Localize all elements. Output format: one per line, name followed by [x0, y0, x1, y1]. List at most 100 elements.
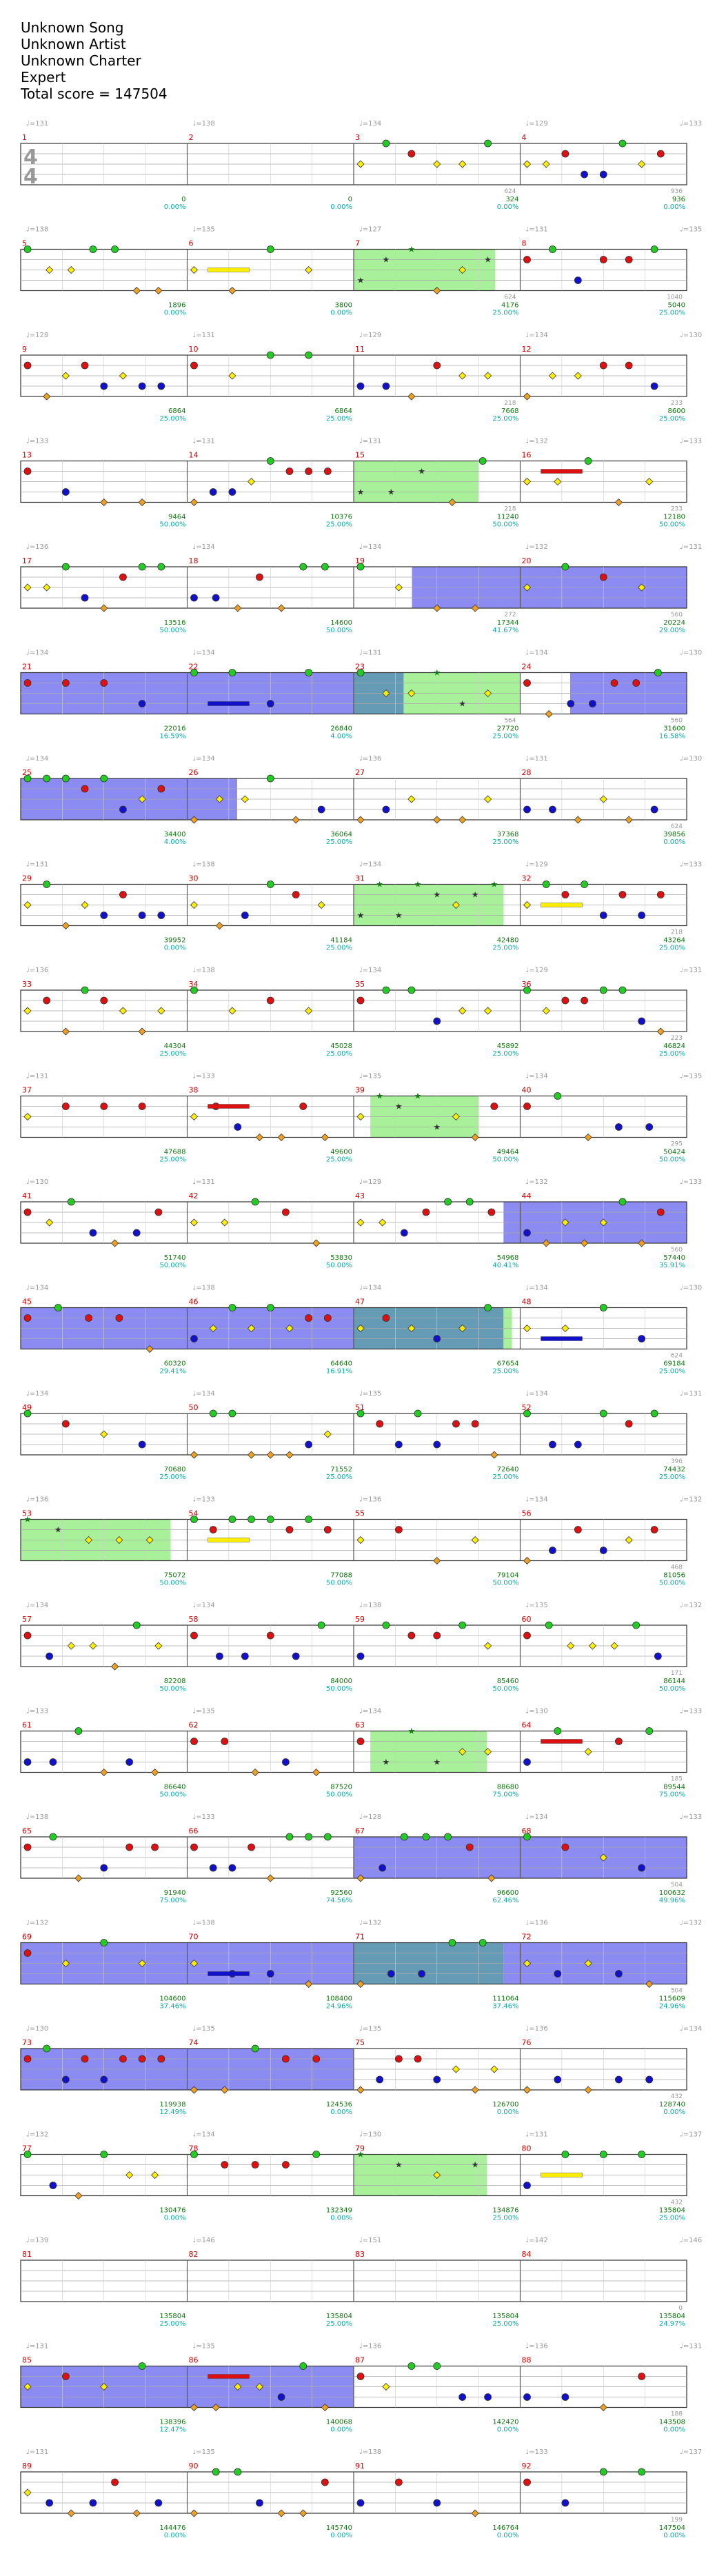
- note-circle: [615, 1123, 623, 1131]
- measure-score: 6864: [168, 407, 185, 415]
- note-circle: [407, 2362, 416, 2370]
- note-diamond: [277, 604, 285, 612]
- measure-number: 34: [189, 980, 199, 989]
- note-circle: [638, 2468, 646, 2476]
- note-circle: [433, 1017, 441, 1025]
- bpm-marker: ♩=146: [680, 2237, 702, 2244]
- measure-number: 63: [355, 1721, 365, 1730]
- measure-percent: 0.00%: [330, 203, 352, 211]
- note-circle: [599, 912, 607, 919]
- note-circle: [157, 2055, 165, 2063]
- note-circle: [484, 139, 492, 148]
- note-circle: [299, 563, 307, 571]
- bpm-marker: ♩=131: [26, 2343, 48, 2351]
- tick-value: 564: [504, 718, 516, 725]
- note-diamond: [190, 1112, 199, 1121]
- measure-number: 66: [189, 1827, 199, 1835]
- measure-score: 135804: [659, 2313, 685, 2320]
- note-diamond: [305, 1980, 313, 1989]
- note-circle: [638, 1335, 646, 1342]
- note-diamond: [119, 1007, 128, 1015]
- note-circle: [599, 1547, 607, 1554]
- note-diamond: [382, 689, 390, 698]
- note-circle: [285, 1833, 294, 1841]
- measure-percent: 25.00%: [159, 1050, 185, 1058]
- bpm-marker: ♩=131: [193, 1178, 215, 1186]
- measure-score: 75072: [164, 1572, 186, 1580]
- note-circle: [650, 245, 658, 253]
- note-circle: [256, 573, 263, 581]
- note-diamond: [523, 1324, 532, 1333]
- bpm-marker: ♩=136: [359, 1496, 381, 1504]
- measure-percent: 25.00%: [659, 310, 685, 317]
- note-circle: [119, 891, 127, 898]
- measure-score: 104600: [159, 1995, 185, 2003]
- note-circle: [465, 1843, 474, 1851]
- measure-score: 69184: [663, 1360, 685, 1368]
- note-diamond: [545, 710, 553, 718]
- note-circle: [323, 1314, 332, 1322]
- note-circle: [638, 2151, 646, 2158]
- note-circle: [138, 1440, 146, 1449]
- measure-score: 49600: [330, 1149, 352, 1156]
- note-diamond: [561, 1218, 569, 1227]
- note-circle: [321, 563, 329, 571]
- bpm-marker: ♩=130: [359, 2131, 381, 2139]
- bpm-marker: ♩=135: [193, 226, 215, 234]
- note-diamond: [379, 1218, 387, 1227]
- note-diamond: [157, 1007, 165, 1015]
- note-circle: [554, 1092, 562, 1100]
- bpm-marker: ♩=132: [26, 1920, 48, 1927]
- note-diamond: [458, 265, 467, 274]
- note-circle: [599, 361, 607, 370]
- tick-value: 218: [504, 506, 516, 513]
- note-circle: [561, 2151, 569, 2158]
- measure-percent: 40.41%: [492, 1262, 518, 1269]
- bpm-marker: ♩=131: [193, 438, 215, 445]
- note-circle: [574, 276, 582, 284]
- note-circle: [61, 2373, 70, 2380]
- measure-percent: 62.46%: [492, 1897, 518, 1904]
- measure-percent: 25.00%: [159, 2320, 185, 2328]
- note-circle: [523, 1758, 531, 1766]
- note-circle: [81, 2055, 89, 2063]
- star-note: ★: [484, 255, 492, 265]
- measure-score: 135804: [326, 2313, 352, 2320]
- measure-score: 14600: [330, 619, 352, 627]
- measure-percent: 50.00%: [659, 1580, 685, 1587]
- measure-number: 70: [189, 1933, 199, 1942]
- bpm-marker: ♩=134: [193, 543, 215, 551]
- measure-number: 60: [522, 1615, 532, 1624]
- bpm-marker: ♩=133: [680, 1708, 702, 1715]
- note-circle: [433, 2075, 441, 2084]
- note-circle: [581, 170, 588, 179]
- note-circle: [100, 2151, 108, 2158]
- bpm-marker: ♩=133: [680, 438, 702, 445]
- measure-percent: 25.00%: [659, 1473, 685, 1481]
- measure-score: 96600: [497, 1889, 519, 1897]
- note-circle: [154, 2499, 163, 2507]
- bpm-marker: ♩=136: [26, 1496, 48, 1504]
- note-circle: [61, 1103, 70, 1110]
- bpm-marker: ♩=134: [526, 332, 548, 339]
- measure-number: 23: [355, 663, 365, 672]
- note-diamond: [523, 1959, 532, 1968]
- star-note: ★: [458, 699, 466, 709]
- note-circle: [100, 2075, 108, 2084]
- note-circle: [656, 891, 665, 898]
- note-circle: [394, 1526, 403, 1533]
- note-circle: [418, 1970, 425, 1978]
- measure-percent: 50.00%: [159, 1580, 185, 1587]
- note-circle: [638, 1864, 646, 1872]
- measure-score: 0: [181, 196, 185, 203]
- measure-score: 6864: [335, 407, 352, 415]
- measure-percent: 4.00%: [164, 838, 186, 846]
- measure-number: 67: [355, 1827, 365, 1835]
- note-diamond: [23, 583, 32, 592]
- measure-percent: 12.49%: [159, 2109, 185, 2116]
- note-circle: [549, 1440, 556, 1449]
- measure-score: 10376: [330, 514, 352, 521]
- note-circle: [46, 2499, 54, 2507]
- measure-number: 49: [22, 1403, 32, 1412]
